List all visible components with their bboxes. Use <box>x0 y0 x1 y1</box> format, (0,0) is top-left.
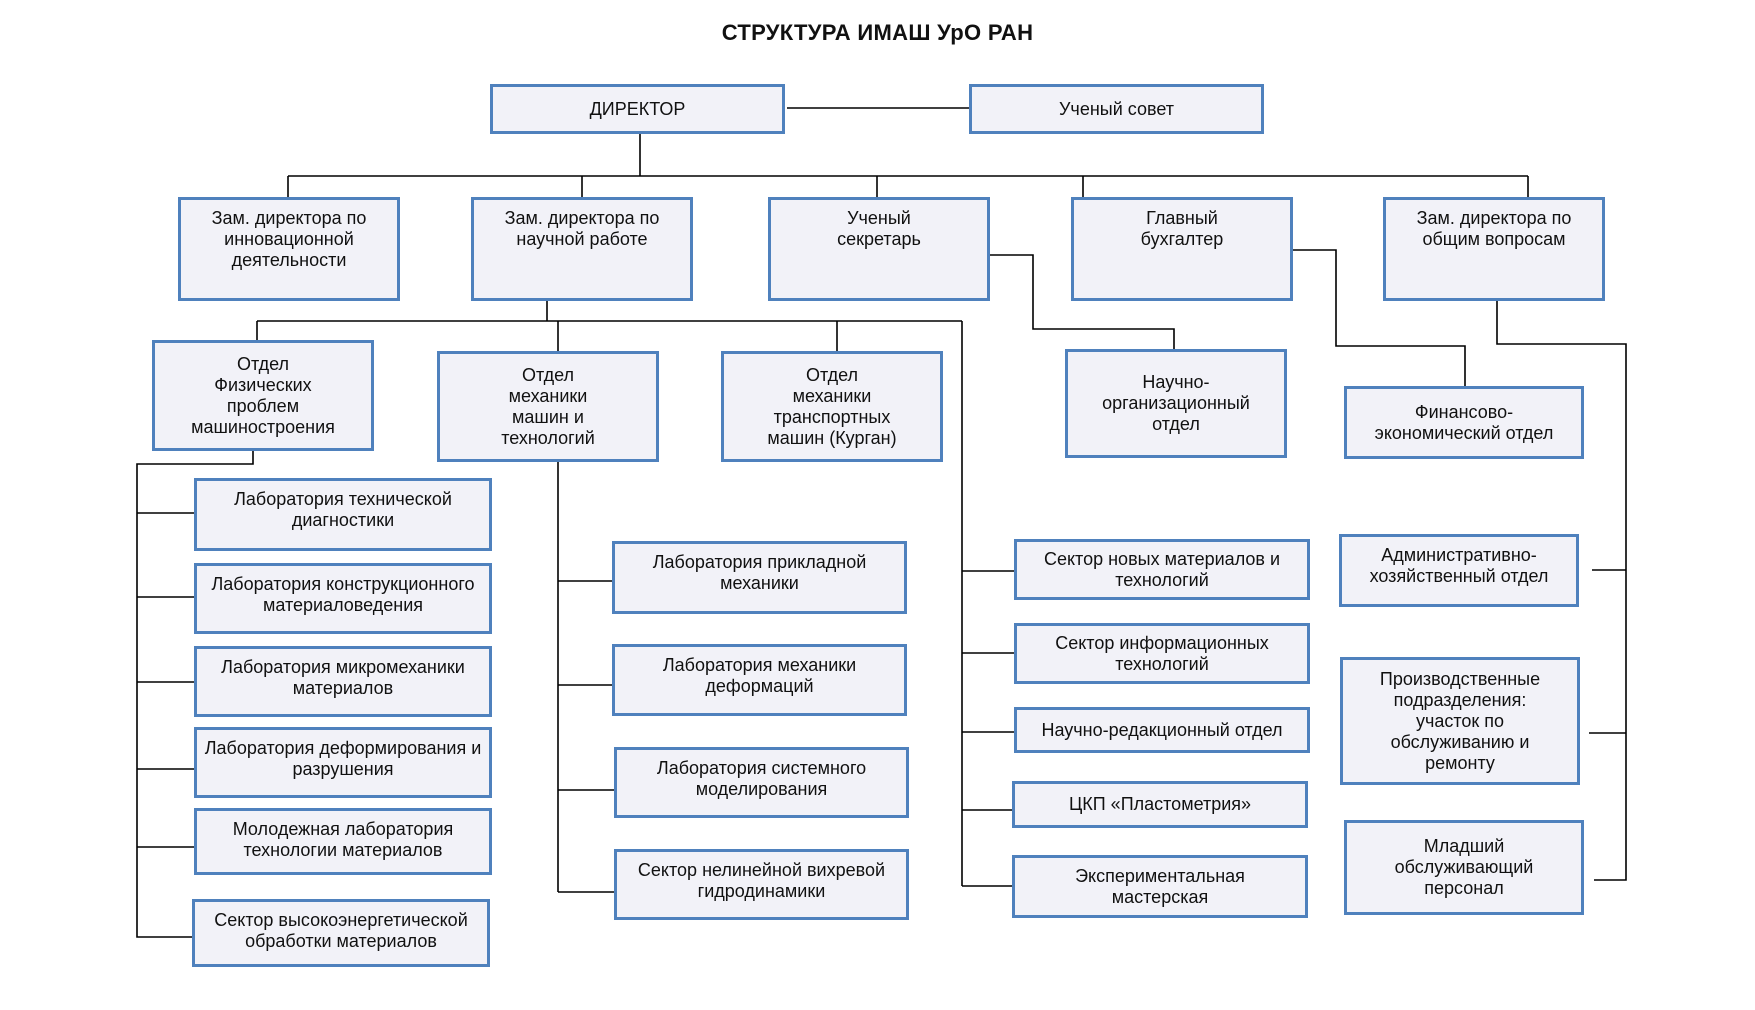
production-label: Производственные подразделения: участок … <box>1379 668 1541 773</box>
chief-accountant-box: Главный бухгалтер <box>1071 197 1293 301</box>
lab-materials-box: Лаборатория конструкционного материалове… <box>194 563 492 634</box>
dept-finance-label: Финансово- экономический отдел <box>1374 401 1554 443</box>
workshop-box: Экспериментальная мастерская <box>1012 855 1308 918</box>
council-label: Ученый совет <box>1059 98 1174 119</box>
sector-it-box: Сектор информационных технологий <box>1014 623 1310 684</box>
junior-staff-box: Младший обслуживающий персонал <box>1344 820 1584 915</box>
lab-micromech-label: Лаборатория микромеханики материалов <box>221 657 465 698</box>
lab-applied-label: Лаборатория прикладной механики <box>652 552 867 593</box>
sci-secretary-box: Ученый секретарь <box>768 197 990 301</box>
workshop-label: Экспериментальная мастерская <box>1075 866 1245 907</box>
sector-highenergy-label: Сектор высокоэнергетической обработки ма… <box>214 910 468 951</box>
sector-newmat-label: Сектор новых материалов и технологий <box>1043 549 1281 590</box>
dep-general-label: Зам. директора по общим вопросам <box>1416 208 1572 249</box>
dept-admin-label: Административно- хозяйственный отдел <box>1369 545 1549 586</box>
lab-deform-fracture-label: Лаборатория деформирования и разрушения <box>204 738 482 779</box>
dep-general-box: Зам. директора по общим вопросам <box>1383 197 1605 301</box>
lab-materials-label: Лаборатория конструкционного материалове… <box>211 574 475 615</box>
sector-vortex-box: Сектор нелинейной вихревой гидродинамики <box>614 849 909 920</box>
junior-staff-label: Младший обслуживающий персонал <box>1394 836 1534 898</box>
lab-systems-label: Лаборатория системного моделирования <box>656 758 867 799</box>
lab-micromech-box: Лаборатория микромеханики материалов <box>194 646 492 717</box>
lab-youth-label: Молодежная лаборатория технологии матери… <box>232 819 454 860</box>
lab-youth-box: Молодежная лаборатория технологии матери… <box>194 808 492 875</box>
dept-physics-box: Отдел Физических проблем машиностроения <box>152 340 374 451</box>
dept-admin-box: Административно- хозяйственный отдел <box>1339 534 1579 607</box>
dept-editorial-label: Научно-редакционный отдел <box>1041 719 1283 740</box>
ckp-label: ЦКП «Пластометрия» <box>1068 794 1252 814</box>
sector-newmat-box: Сектор новых материалов и технологий <box>1014 539 1310 600</box>
lab-deform-fracture-box: Лаборатория деформирования и разрушения <box>194 727 492 798</box>
lab-applied-box: Лаборатория прикладной механики <box>612 541 907 614</box>
ckp-box: ЦКП «Пластометрия» <box>1012 781 1308 828</box>
dept-sci-org-label: Научно- организационный отдел <box>1102 372 1250 434</box>
dept-sci-org-box: Научно- организационный отдел <box>1065 349 1287 458</box>
lab-deformation-label: Лаборатория механики деформаций <box>662 655 857 696</box>
dept-finance-box: Финансово- экономический отдел <box>1344 386 1584 459</box>
sector-it-label: Сектор информационных технологий <box>1055 633 1269 674</box>
chart-title: СТРУКТУРА ИМАШ УрО РАН <box>721 20 1034 45</box>
dept-transport-box: Отдел механики транспортных машин (Курга… <box>721 351 943 462</box>
dep-innovation-label: Зам. директора по инновационной деятельн… <box>211 208 367 270</box>
dep-science-box: Зам. директора по научной работе <box>471 197 693 301</box>
dept-mechanics-box: Отдел механики машин и технологий <box>437 351 659 462</box>
director-label: ДИРЕКТОР <box>589 98 686 119</box>
chief-accountant-label: Главный бухгалтер <box>1140 208 1224 249</box>
dep-innovation-box: Зам. директора по инновационной деятельн… <box>178 197 400 301</box>
sci-secretary-label: Ученый секретарь <box>837 208 921 249</box>
council-box: Ученый совет <box>969 84 1264 134</box>
dep-science-label: Зам. директора по научной работе <box>504 208 660 249</box>
lab-diagnostics-label: Лаборатория технической диагностики <box>234 489 452 530</box>
director-box: ДИРЕКТОР <box>490 84 785 134</box>
dept-physics-label: Отдел Физических проблем машиностроения <box>191 353 335 437</box>
dept-transport-label: Отдел механики транспортных машин (Курга… <box>767 364 897 448</box>
dept-editorial-box: Научно-редакционный отдел <box>1014 707 1310 753</box>
production-box: Производственные подразделения: участок … <box>1340 657 1580 785</box>
sector-highenergy-box: Сектор высокоэнергетической обработки ма… <box>192 899 490 967</box>
sector-vortex-label: Сектор нелинейной вихревой гидродинамики <box>637 860 886 901</box>
lab-systems-box: Лаборатория системного моделирования <box>614 747 909 818</box>
lab-diagnostics-box: Лаборатория технической диагностики <box>194 478 492 551</box>
dept-mechanics-label: Отдел механики машин и технологий <box>501 364 595 448</box>
lab-deformation-box: Лаборатория механики деформаций <box>612 644 907 716</box>
